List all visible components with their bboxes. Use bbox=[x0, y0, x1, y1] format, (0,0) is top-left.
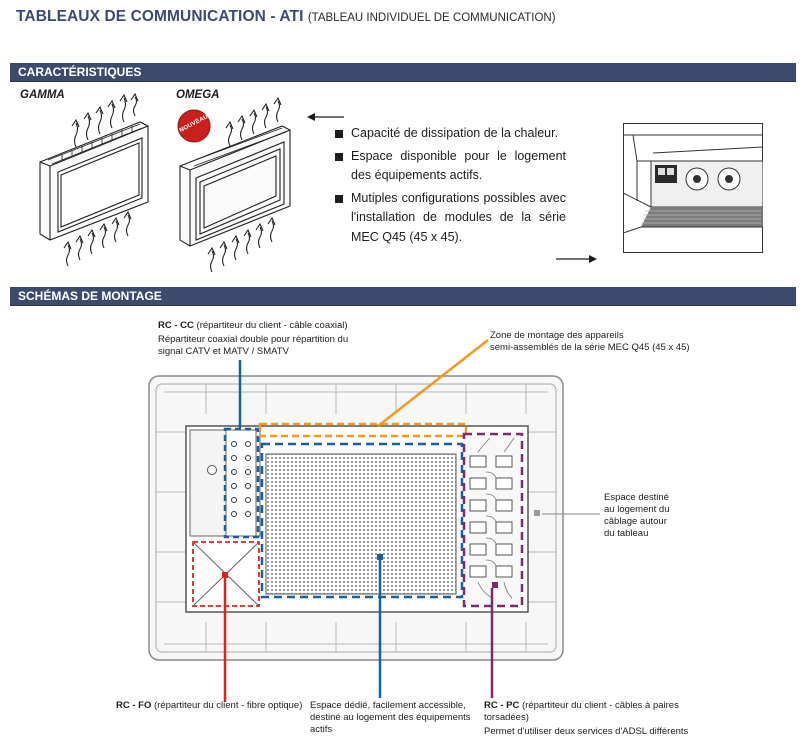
callout-cabling: Espace destiné au logement du câblage au… bbox=[604, 492, 670, 539]
callout-zone-mec: Zone de montage des appareils semi-assem… bbox=[490, 330, 690, 353]
arrow-right-icon bbox=[556, 255, 597, 263]
product-label-gamma: GAMMA bbox=[20, 89, 65, 101]
heat-arrows-bottom-icon bbox=[63, 210, 132, 267]
new-badge bbox=[177, 109, 211, 143]
feature-list: Capacité de dissipation de la chaleur. E… bbox=[333, 124, 566, 251]
page-title-main: TABLEAUX DE COMMUNICATION - ATI bbox=[16, 8, 304, 25]
mounting-diagram bbox=[148, 375, 564, 661]
callout-rc-cc: RC - CC (répartiteur du client - câble c… bbox=[158, 320, 349, 357]
cabling-marker bbox=[534, 510, 540, 516]
callout-rc-pc: RC - PC (répartiteur du client - câbles … bbox=[484, 700, 689, 737]
section-bar-mounting: SCHÉMAS DE MONTAGE bbox=[10, 287, 796, 306]
gamma-product-illustration bbox=[39, 92, 149, 267]
detail-photo-illustration bbox=[623, 123, 763, 253]
callout-rc-fo: RC - FO (répartiteur du client - fibre o… bbox=[116, 700, 303, 711]
omega-product-illustration bbox=[177, 96, 291, 273]
page-title-sub: (TABLEAU INDIVIDUEL DE COMMUNICATION) bbox=[307, 12, 556, 24]
section-bar-characteristics: CARACTÉRISTIQUES bbox=[10, 63, 796, 82]
heat-arrows-top-icon bbox=[71, 92, 139, 148]
product-label-omega: OMEGA bbox=[176, 89, 220, 101]
heat-arrows-top-icon bbox=[225, 96, 282, 147]
page-title: TABLEAUX DE COMMUNICATION - ATI (TABLEAU… bbox=[16, 8, 556, 26]
feature-item: Capacité de dissipation de la chaleur. bbox=[333, 124, 566, 144]
callout-active-space: Espace dédié, facilement accessible, des… bbox=[310, 700, 471, 735]
arrow-left-icon bbox=[307, 113, 344, 121]
heat-arrows-bottom-icon bbox=[207, 216, 276, 273]
feature-item: Espace disponible pour le logement des é… bbox=[333, 147, 566, 186]
feature-item: Mutiples configurations possibles avec l… bbox=[333, 189, 566, 248]
